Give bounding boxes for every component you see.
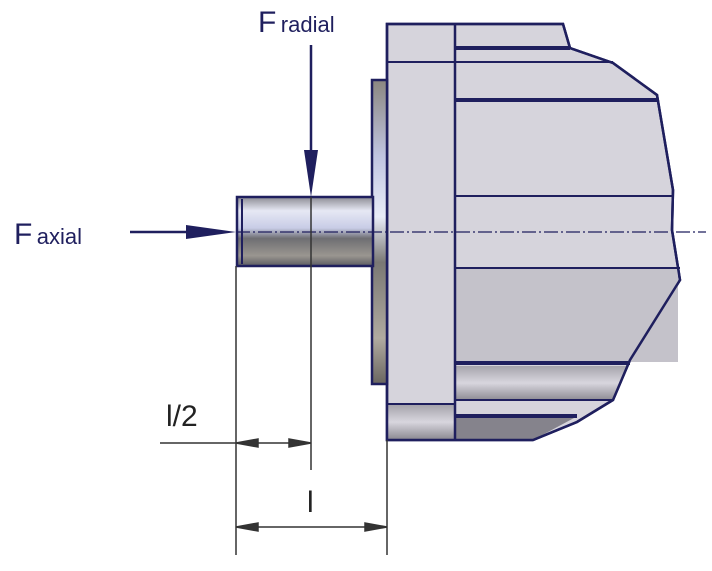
dimension-length [235,522,388,532]
axial-force-symbol: F [14,218,33,251]
half-length-label: l/2 [166,400,198,433]
axial-force-subscript: axial [36,224,83,249]
radial-force-arrow [304,45,318,197]
radial-force-symbol: F [258,6,277,39]
axial-force-label: F axial [14,218,82,252]
radial-force-subscript: radial [280,12,335,37]
length-label: l [307,486,314,519]
dimension-half-length [160,438,312,448]
axial-force-arrow [130,225,236,239]
extension-lines [235,197,388,555]
radial-force-label: F radial [258,6,335,40]
